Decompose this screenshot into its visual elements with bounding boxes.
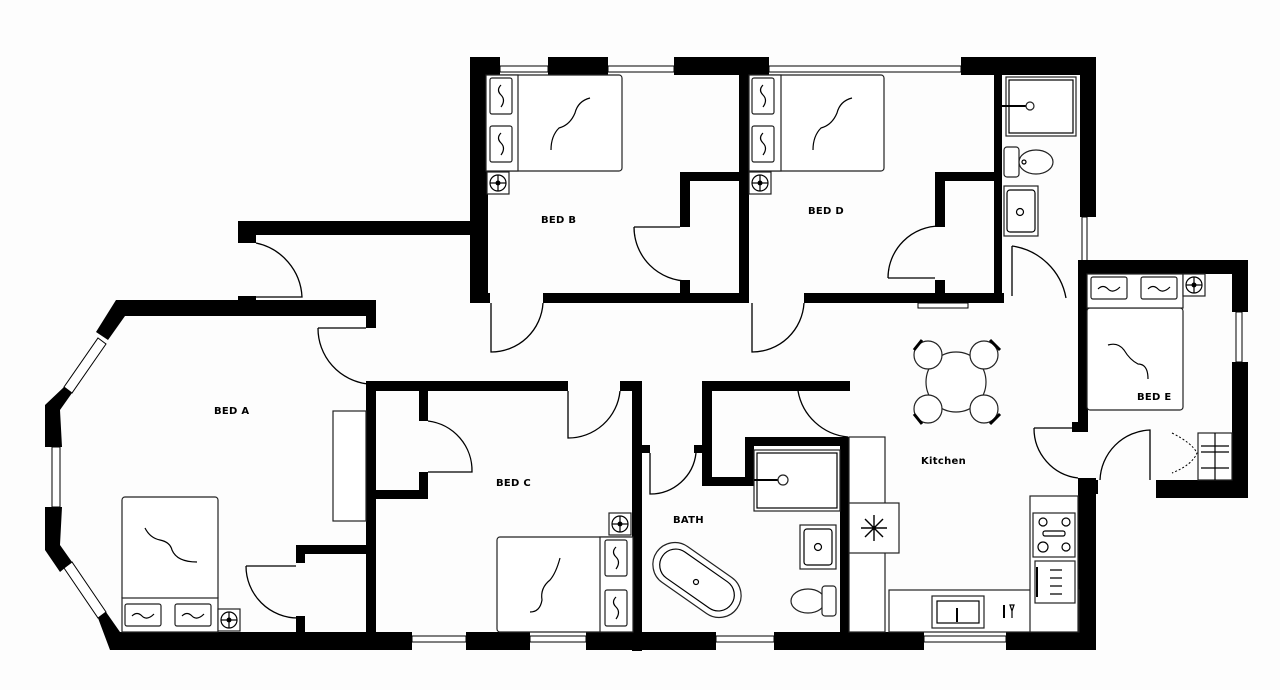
door-swings bbox=[245, 225, 1151, 619]
bed-e-bed bbox=[1086, 273, 1233, 481]
room-label-kitchen: Kitchen bbox=[921, 456, 966, 467]
bed-d-bed bbox=[748, 74, 885, 195]
room-label-bed-d: BED D bbox=[808, 206, 844, 217]
bed-c-bed bbox=[496, 512, 634, 633]
room-label-bed-b: BED B bbox=[541, 215, 576, 226]
room-label-bed-a: BED A bbox=[214, 406, 249, 417]
bed-a-bed bbox=[121, 496, 241, 633]
room-label-bed-c: BED C bbox=[496, 478, 531, 489]
ensuite-fixtures bbox=[1002, 76, 1077, 237]
bath-fixtures bbox=[652, 449, 841, 619]
walls bbox=[45, 57, 1248, 651]
room-label-bed-e: BED E bbox=[1137, 392, 1172, 403]
bed-a-wardrobe bbox=[332, 410, 367, 522]
room-label-bath: BATH bbox=[673, 515, 704, 526]
kitchen-fixtures bbox=[848, 338, 1080, 633]
bed-b-bed bbox=[485, 74, 623, 195]
